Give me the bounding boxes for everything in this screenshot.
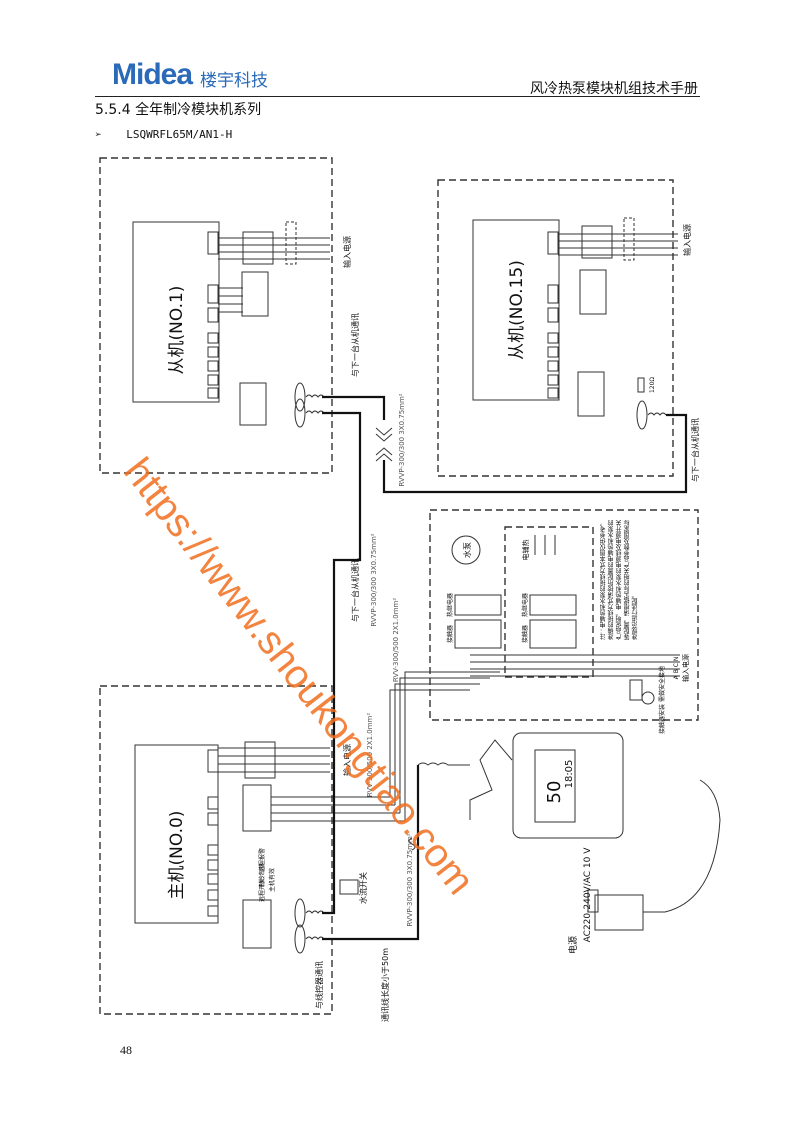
terminal-note-1: 远程报警: [258, 848, 266, 872]
ground-note: 接触器安装 需做安全接地: [658, 666, 666, 734]
comm-length-note: 通讯线长度小于50m: [380, 948, 390, 1022]
header-divider: [95, 96, 700, 97]
master-terminal-xt4: [242, 784, 272, 832]
slave1-terminal-xt4: [241, 271, 269, 317]
contactor-label-1: 接触器: [446, 625, 454, 643]
wired-ctrl-comm-label: 与线控器通讯: [314, 961, 324, 1009]
wired-controller: [512, 732, 624, 839]
aux-phases-label: A B C N: [673, 657, 680, 680]
master-label: 主机(NO.0): [167, 811, 187, 900]
comm-line-slave1-up: [322, 395, 386, 420]
aux-note: 注：电辅热和水泵的接线方式本图仅供参考，准确的接线方式请按所配置的电辅热和水泵的…: [600, 520, 639, 640]
terminal-note-4: 主机有效: [268, 868, 276, 892]
slave15-comm-label: 与下一台从机通讯: [690, 418, 700, 482]
comm-cable-label-3: RVVP-300/300 3X0.75mm²: [406, 833, 414, 926]
heater-label: 电辅热: [521, 540, 530, 561]
slave15-terminal-xt2: [577, 371, 605, 417]
aux-power-label: 输入电源: [681, 654, 690, 682]
page-number: 48: [120, 1043, 132, 1057]
comm-line-slave1-down: [322, 411, 362, 915]
master-terminal-xt1: [244, 741, 276, 779]
flow-switch-label: 水流开关: [358, 872, 368, 904]
controller-display: 50: [544, 781, 565, 804]
contactor-label-2: 接触器: [521, 625, 529, 643]
slave1-terminal-xt2: [239, 382, 267, 426]
slave15-terminal-xt1: [581, 225, 613, 259]
water-pump: [451, 535, 481, 565]
midea-logo: Midea: [112, 58, 193, 91]
terminal-note-2: 制冷制热: [258, 863, 266, 887]
comm-cable-label-1: RVVP-300/300 3X0.75mm²: [398, 393, 406, 486]
slave15-pcb: [472, 219, 560, 401]
power-cable-label-2: RVV-300/500 2X1.0mm²: [366, 713, 374, 797]
master-pcb: [134, 744, 219, 924]
master-terminal-xt2: [242, 899, 272, 949]
aux-panel-boundary: [429, 509, 699, 721]
flow-switch: [339, 879, 359, 895]
aux-inner-boundary: [504, 526, 594, 678]
document-title: 风冷热泵模块机组技术手册: [530, 81, 698, 97]
resistor-label: 120Ω: [649, 377, 656, 393]
controller-lcd: [534, 749, 576, 823]
comm-line-slave15: [382, 413, 688, 494]
slave15-power-label: 输入电源: [682, 224, 692, 256]
logo-subtitle: 楼宇科技: [200, 71, 268, 91]
slave15-label: 从机(NO.15): [507, 260, 527, 360]
master-power-label: 输入电源: [342, 744, 352, 776]
slave1-label: 从机(NO.1): [167, 286, 187, 375]
slave15-terminal-xt4: [579, 269, 607, 315]
model-name: LSQWRFL65M/AN1-H: [126, 128, 233, 141]
adapter-label: 电源: [567, 936, 579, 954]
slave1-comm-label: 与下一台从机通讯: [350, 313, 360, 377]
comm-line-wired-ctrl: [322, 765, 420, 941]
resistor-120ohm: [637, 377, 645, 393]
adapter-spec: AC220-240V/AC 10 V: [583, 847, 593, 943]
slave1-terminal-xt1: [242, 231, 274, 265]
comm-cable-label-2: RVVP-300/300 3X0.75mm²: [370, 533, 378, 626]
controller-time: 18:05: [564, 760, 575, 789]
model-line: ➢ LSQWRFL65M/AN1-H: [95, 128, 232, 141]
thermal-relay-label-1: 热继电器: [446, 593, 454, 617]
bullet-icon: ➢: [95, 128, 102, 141]
power-cable-label-1: RVV-300/500 2X1.0mm²: [392, 598, 400, 682]
terminal-note-3: 远程开关: [258, 878, 266, 902]
slave15-boundary: [437, 179, 674, 477]
thermal-relay-label-2: 热继电器: [521, 593, 529, 617]
slave1-boundary: [99, 157, 333, 474]
master-boundary: [99, 685, 333, 1015]
pump-label: 水泵: [462, 542, 472, 558]
section-title: 5.5.4 全年制冷模块机系列: [95, 102, 262, 118]
next-slave-comm-label: 与下一台从机通讯: [350, 558, 360, 622]
power-adapter: [594, 894, 644, 931]
slave1-power-label: 输入电源: [342, 236, 352, 268]
